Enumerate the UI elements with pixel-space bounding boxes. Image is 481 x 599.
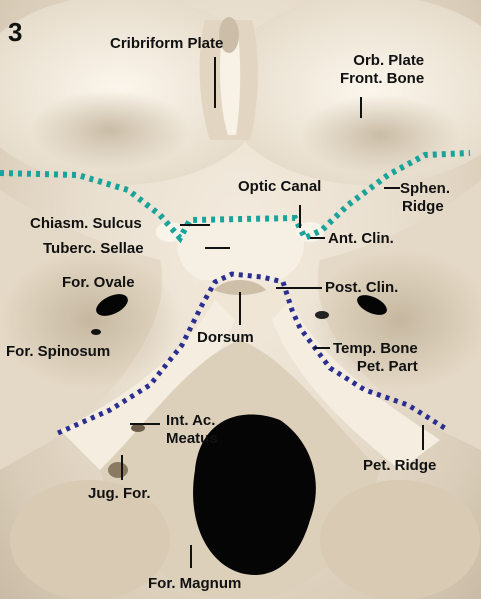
- label-tuberc-sellae: Tuberc. Sellae: [43, 240, 144, 257]
- leader-lines: [121, 57, 424, 568]
- foramina: [91, 294, 387, 575]
- label-optic-canal: Optic Canal: [238, 178, 322, 195]
- label-sphen-ridge-line2: Ridge: [402, 198, 444, 215]
- foramen-spinosum-left: [91, 329, 101, 335]
- label-int-ac-meatus: Int. Ac. Meatus: [166, 412, 218, 448]
- foramen-ovale-right: [357, 295, 387, 315]
- label-for-magnum: For. Magnum: [148, 575, 242, 592]
- label-sphen-ridge-line1: Sphen.: [400, 180, 451, 197]
- label-temp-bone-line2: Pet. Part: [356, 358, 418, 375]
- label-sphen-ridge: Sphen. Ridge: [400, 180, 450, 216]
- label-for-ovale: For. Ovale: [62, 274, 135, 291]
- foramen-ovale-left: [96, 294, 128, 316]
- label-post-clin: Post. Clin.: [325, 279, 399, 296]
- label-orb-plate-line2: Front. Bone: [340, 70, 425, 87]
- middle-fossa: [0, 180, 481, 470]
- label-ant-clin: Ant. Clin.: [328, 230, 394, 247]
- label-temp-bone-line1: Temp. Bone: [333, 340, 418, 357]
- internal-acoustic-meatus-shape: [131, 424, 145, 432]
- posterior-fossa: [10, 340, 480, 599]
- label-temp-bone-pet-part: Temp. Bone Pet. Part: [333, 340, 418, 376]
- jugular-foramen-shape: [108, 462, 128, 478]
- label-orb-plate-line1: Orb. Plate: [353, 52, 425, 69]
- label-for-spinosum: For. Spinosum: [6, 343, 111, 360]
- foramen-magnum-shape: [193, 414, 316, 575]
- label-chiasm-sulcus: Chiasm. Sulcus: [30, 215, 142, 232]
- label-jug-for: Jug. For.: [88, 485, 151, 502]
- label-orb-plate-front-bone: Orb. Plate Front. Bone: [340, 52, 424, 88]
- label-int-ac-line2: Meatus: [166, 430, 218, 447]
- middle-fossa-dotted-outline: [56, 271, 450, 436]
- label-dorsum: Dorsum: [197, 329, 254, 346]
- anterior-fossa-dotted-outline: [0, 150, 471, 244]
- label-int-ac-line1: Int. Ac.: [166, 412, 216, 429]
- figure-number: 3: [8, 17, 23, 47]
- label-pet-ridge: Pet. Ridge: [363, 457, 437, 474]
- label-cribriform-plate: Cribriform Plate: [110, 35, 224, 52]
- foramen-spinosum-right: [315, 311, 329, 319]
- cribriform-plate-shape: [199, 17, 258, 140]
